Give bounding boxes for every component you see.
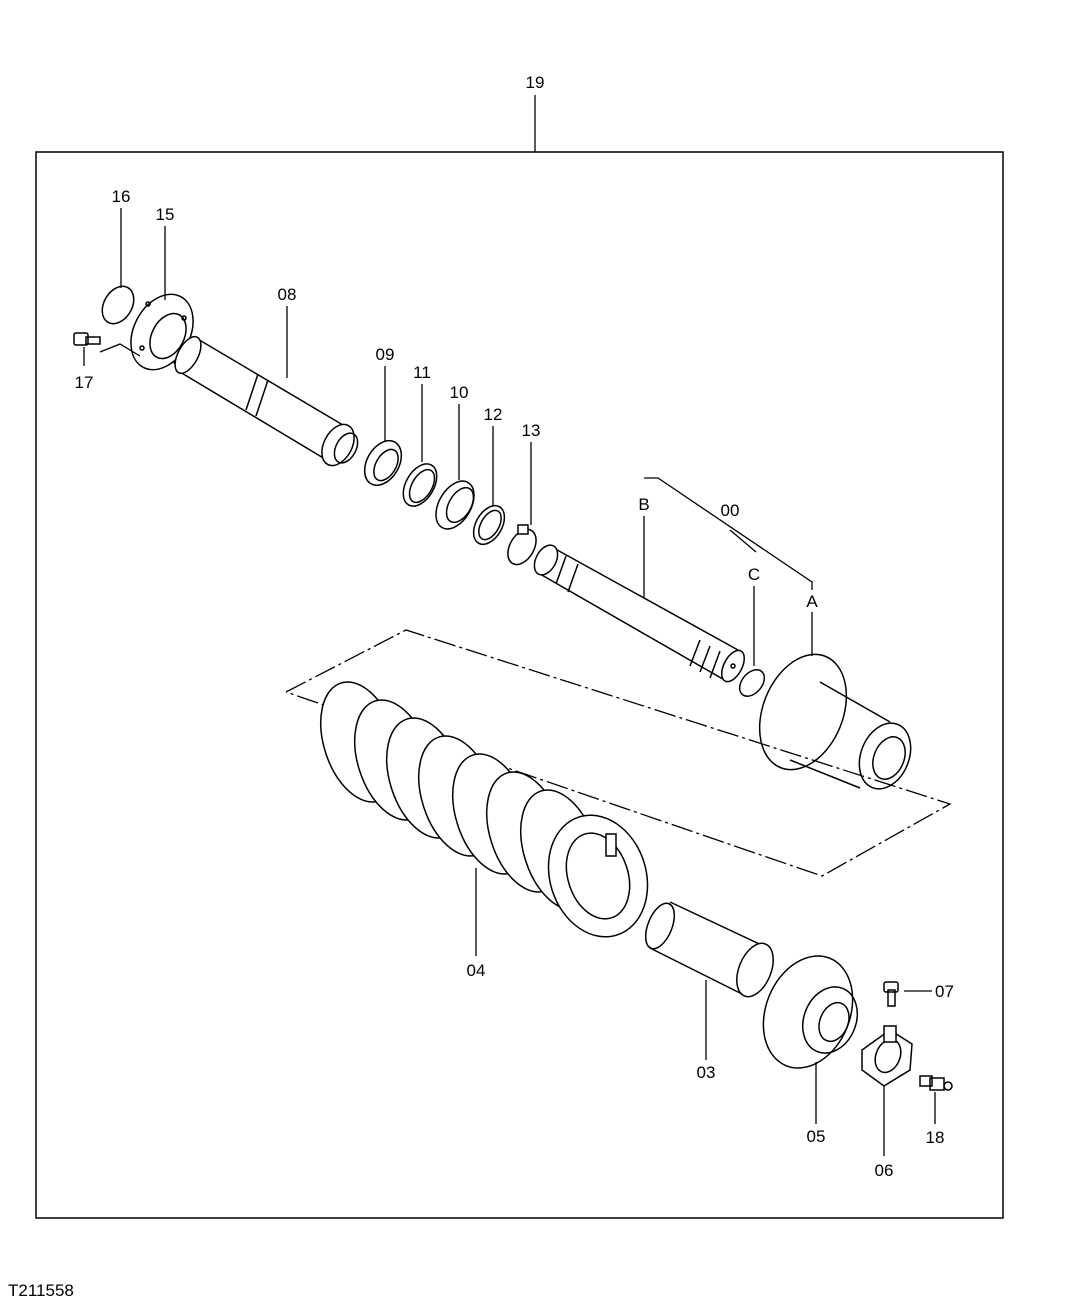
- leader-00: [644, 477, 813, 590]
- part-08-cylinder: [174, 335, 359, 467]
- part-09-seal: [363, 439, 403, 487]
- part-10-bushing: [435, 480, 475, 530]
- part-A-piston: [758, 653, 912, 790]
- callout-16: 16: [112, 187, 131, 206]
- callout-17: 17: [75, 373, 94, 392]
- callout-B: B: [638, 495, 649, 514]
- part-18-fitting: [919, 1075, 953, 1091]
- callout-06: 06: [875, 1161, 894, 1180]
- callout-05: 05: [807, 1127, 826, 1146]
- callout-15: 15: [156, 205, 175, 224]
- part-12-ring: [472, 504, 506, 546]
- part-06-nut: [861, 1025, 913, 1087]
- callout-03: 03: [697, 1063, 716, 1082]
- callout-10: 10: [450, 383, 469, 402]
- callout-04: 04: [467, 961, 486, 980]
- assembly-boundary: [285, 629, 952, 877]
- callout-09: 09: [376, 345, 395, 364]
- callout-12: 12: [484, 405, 503, 424]
- callout-18: 18: [926, 1128, 945, 1147]
- leader-00b: [729, 529, 757, 553]
- figure-code: T211558: [8, 1281, 74, 1300]
- part-17-bolt: [73, 332, 101, 346]
- part-16-o-ring: [101, 285, 135, 325]
- part-C-plug: [738, 669, 766, 697]
- callout-11: 11: [413, 363, 431, 382]
- part-B-rod: [533, 544, 746, 683]
- callout-13: 13: [522, 421, 541, 440]
- part-03-spacer: [644, 901, 774, 998]
- callout-A: A: [806, 592, 818, 611]
- callout-19: 19: [526, 73, 545, 92]
- callout-C: C: [748, 565, 760, 584]
- callout-00: 00: [721, 501, 740, 520]
- part-04-spring: [320, 681, 649, 938]
- callout-08: 08: [278, 285, 297, 304]
- part-13-snap-ring: [507, 524, 537, 566]
- callout-07: 07: [935, 982, 954, 1001]
- part-05-bracket: [762, 955, 859, 1069]
- part-11-ring: [402, 463, 438, 507]
- part-07-bolt: [883, 981, 899, 1007]
- leader-17: [99, 343, 141, 357]
- assembly-frame: [35, 151, 1004, 1219]
